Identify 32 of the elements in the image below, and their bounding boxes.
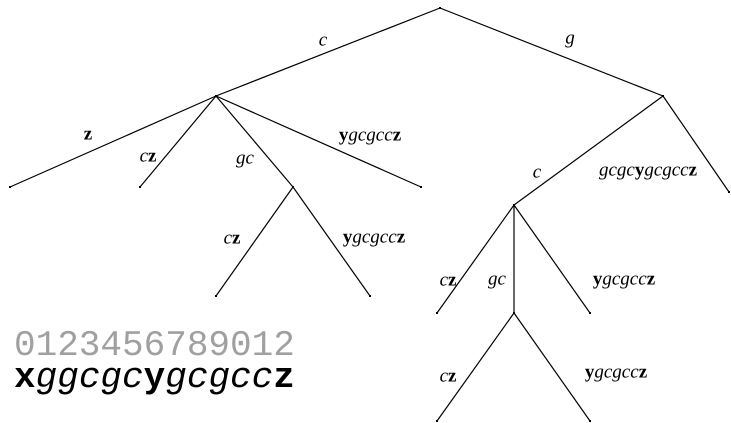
tree-edge bbox=[216, 7, 440, 97]
tree-edge bbox=[440, 7, 664, 97]
tree-edge bbox=[662, 96, 730, 192]
tree-edge bbox=[514, 312, 590, 422]
edge-label: gc bbox=[488, 270, 506, 288]
edge-label: gcgcygcgccz bbox=[598, 160, 698, 180]
tree-edge bbox=[514, 96, 664, 206]
edge-label: cz bbox=[140, 146, 156, 166]
tree-edge bbox=[514, 204, 590, 314]
tree-edge bbox=[216, 96, 294, 188]
tree-edge bbox=[513, 205, 515, 313]
edge-label: gc bbox=[236, 148, 254, 168]
edge-label: cz bbox=[224, 228, 240, 248]
tree-edge bbox=[216, 186, 294, 296]
index-numbers: 0123456789012 bbox=[14, 330, 295, 362]
edge-label: ygcgccz bbox=[592, 270, 656, 288]
edge-label: g bbox=[565, 28, 575, 48]
edge-label: c bbox=[318, 30, 328, 50]
edge-label: ygcgccz bbox=[342, 228, 406, 246]
edge-label: c bbox=[532, 162, 542, 182]
tree-edge bbox=[292, 186, 370, 296]
edge-label: cz bbox=[440, 366, 456, 386]
edge-label: z bbox=[84, 124, 92, 144]
tree-edge bbox=[436, 312, 514, 422]
tree-edge bbox=[436, 204, 514, 314]
tree-edge bbox=[216, 95, 422, 188]
edge-label: ygcgccz bbox=[338, 126, 402, 144]
tree-edge bbox=[10, 95, 216, 188]
edge-label: ygcgccz bbox=[584, 362, 648, 382]
input-string: xggcgcygcgccz bbox=[14, 362, 295, 394]
tree-edge bbox=[140, 96, 216, 188]
edge-label: cz bbox=[440, 270, 456, 290]
